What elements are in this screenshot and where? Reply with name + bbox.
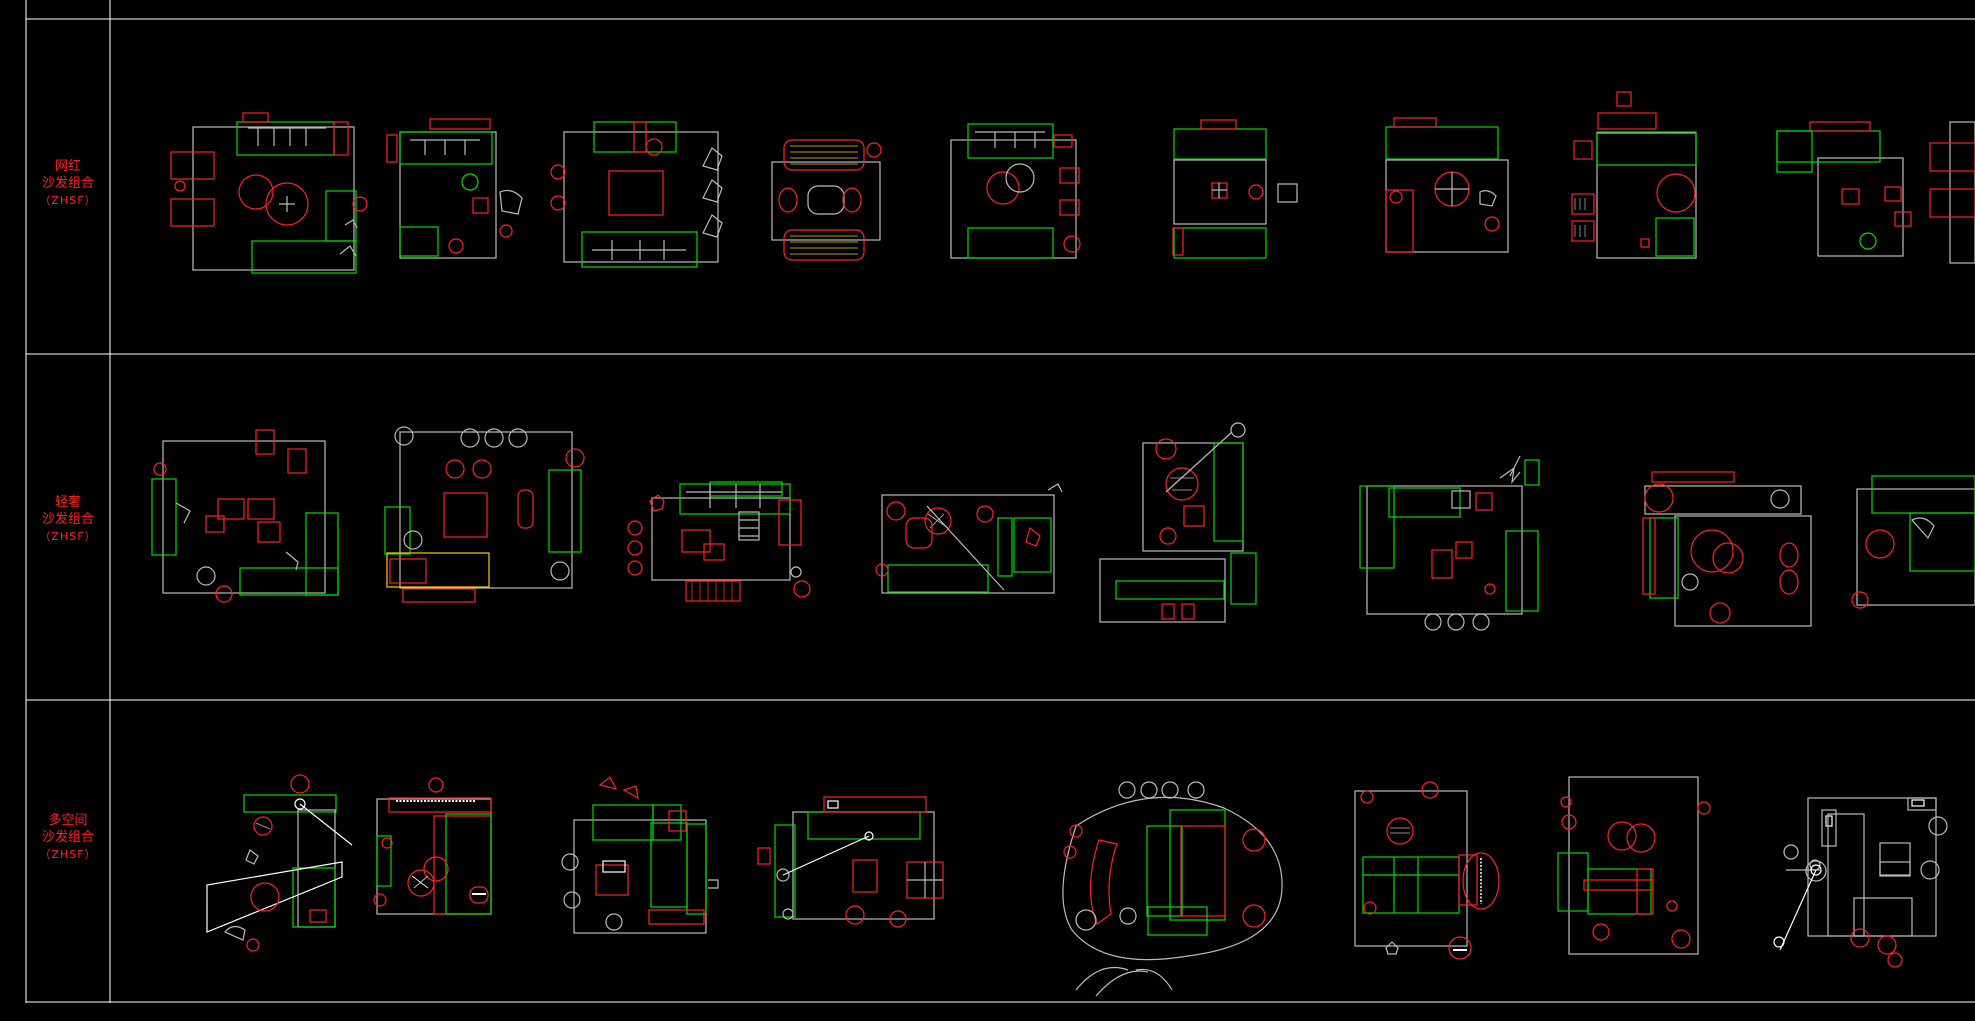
row-label-1-code: （ZHSF） — [39, 194, 97, 207]
row-label-3-code: （ZHSF） — [39, 848, 97, 861]
row3-sofa-layout-3 — [561, 776, 719, 934]
row1-sofa-layout-5 — [950, 123, 1081, 259]
row1-sofa-layout-8 — [1571, 91, 1697, 259]
row1-sofa-layout-3 — [550, 121, 723, 268]
row-label-2-type: 沙发组合 — [41, 512, 94, 527]
row2-sofa-layout-2 — [384, 426, 585, 603]
row3-sofa-layout-6 — [1354, 781, 1500, 960]
row-label-2: 轻奢 沙发组合 （ZHSF） — [26, 494, 110, 545]
row-label-2-name: 轻奢 — [54, 495, 81, 510]
row-label-1-type: 沙发组合 — [41, 176, 94, 191]
row1-sofa-layout-6 — [1172, 119, 1298, 259]
row3-sofa-layout-2 — [373, 777, 492, 915]
row-label-1-name: 网红 — [54, 159, 81, 174]
row3-sofa-layout-4 — [757, 796, 944, 928]
row-label-2-code: （ZHSF） — [39, 530, 97, 543]
row2-sofa-layout-7 — [1642, 471, 1812, 627]
table-frame — [25, 0, 1975, 1003]
row2-sofa-layout-8 — [1851, 475, 1975, 609]
row-label-3: 多空间 沙发组合 （ZHSF） — [26, 812, 110, 863]
row1-sofa-layout-7 — [1385, 117, 1509, 253]
row1-sofa-layout-4 — [771, 139, 882, 261]
row2-sofa-layout-5 — [1099, 422, 1257, 623]
row-label-3-type: 沙发组合 — [41, 830, 94, 845]
row-label-3-name: 多空间 — [48, 813, 88, 828]
row3-sofa-layout-8 — [1773, 797, 1948, 968]
row1-sofa-layout-9 — [1776, 121, 1975, 264]
row2-sofa-layout-4 — [875, 483, 1063, 594]
row2-sofa-layout-3 — [627, 481, 811, 602]
row1-sofa-layout-1 — [170, 112, 368, 274]
row3-sofa-layout-5 — [1062, 781, 1283, 997]
row2-sofa-layout-6 — [1359, 455, 1540, 631]
row3-sofa-layout-7 — [1557, 776, 1711, 955]
row2-sofa-layout-1 — [151, 429, 339, 603]
row-label-1: 网红 沙发组合 （ZHSF） — [26, 158, 110, 209]
row1-sofa-layout-2 — [386, 118, 523, 259]
row3-sofa-layout-1 — [206, 774, 353, 952]
